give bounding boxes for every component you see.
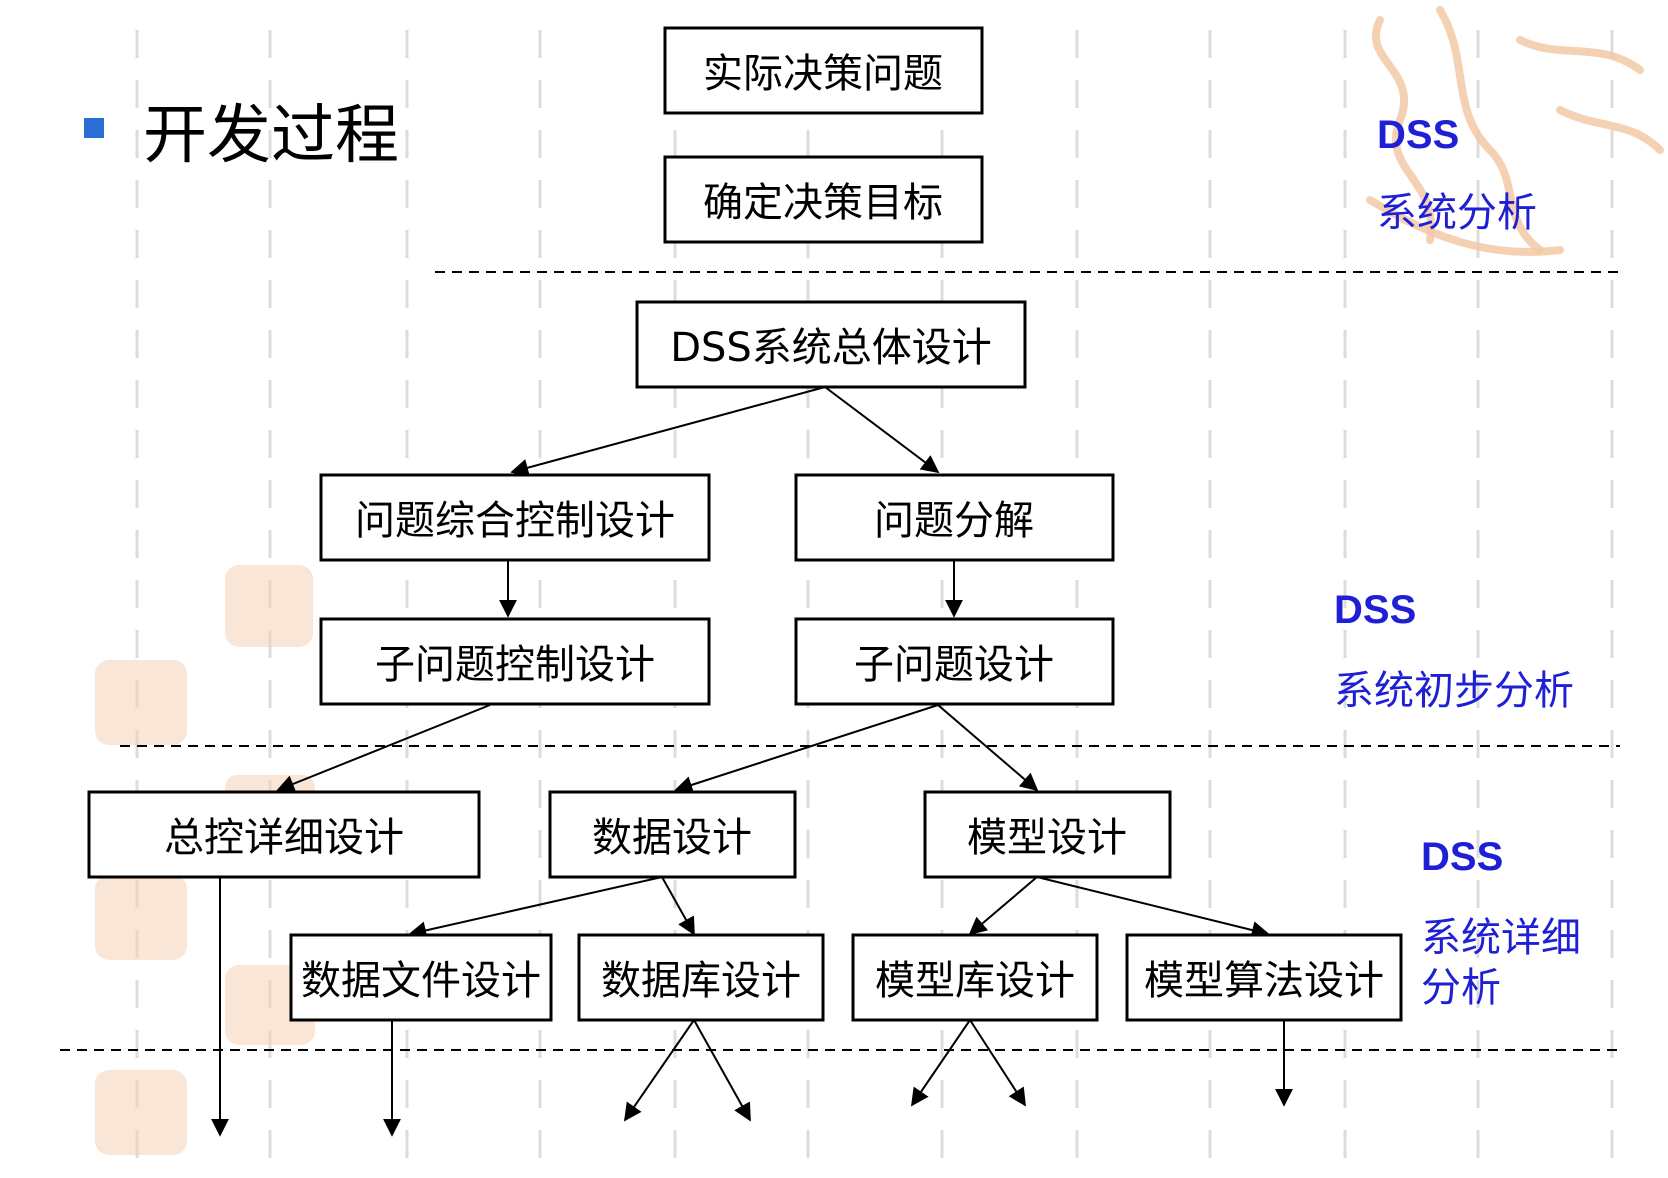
svg-text:确定决策目标: 确定决策目标 [703,180,943,226]
svg-text:系统分析: 系统分析 [1377,190,1537,236]
phase-label-analysis: DSS 系统分析 [1377,113,1537,236]
node-model-algorithm: 模型算法设计 [1125,933,1403,1022]
node-model-design: 模型设计 [923,790,1172,879]
node-decomposition: 问题分解 [794,473,1115,562]
node-integrated-control: 问题综合控制设计 [319,473,711,562]
edge-modelbase-down-left [910,1019,971,1107]
edge-database-down-right [693,1019,751,1122]
svg-text:总控详细设计: 总控详细设计 [164,815,404,861]
seal-watermark-large [1366,6,1664,256]
edge-overall-to-integrated [510,386,826,477]
seal-watermark-small-1 [225,565,313,647]
svg-text:子问题控制设计: 子问题控制设计 [375,642,655,688]
svg-text:数据设计: 数据设计 [592,815,752,861]
svg-text:DSS: DSS [1334,588,1416,632]
node-sub-design: 子问题设计 [794,617,1115,706]
svg-text:数据库设计: 数据库设计 [601,958,801,1004]
edge-data-to-database [661,876,695,936]
phase-label-detailed: DSS 系统详细 分析 [1421,835,1581,1011]
node-data-file: 数据文件设计 [289,933,553,1022]
svg-text:实际决策问题: 实际决策问题 [703,51,943,97]
node-model-base: 模型库设计 [851,933,1099,1022]
svg-text:模型库设计: 模型库设计 [875,958,1075,1004]
edge-subdesign-to-data [674,704,939,794]
svg-text:DSS系统总体设计: DSS系统总体设计 [670,325,992,371]
edge-subcontrol-to-master [276,704,491,793]
svg-text:系统初步分析: 系统初步分析 [1334,668,1574,714]
diagram-edges [211,386,1293,1137]
edge-overall-to-decomposition [824,386,940,474]
node-data-design: 数据设计 [548,790,797,879]
svg-text:数据文件设计: 数据文件设计 [301,958,541,1004]
seal-watermark-small-4 [95,875,187,960]
node-decision-goal: 确定决策目标 [663,155,984,244]
phase-label-preliminary: DSS 系统初步分析 [1334,588,1574,714]
edge-modelbase-down-right [969,1019,1026,1107]
svg-text:模型设计: 模型设计 [967,815,1127,861]
edge-subdesign-to-model [937,704,1039,792]
heading-bullet [84,118,104,138]
svg-text:子问题设计: 子问题设计 [854,642,1054,688]
svg-text:DSS: DSS [1421,835,1503,879]
node-actual-problem: 实际决策问题 [663,26,984,115]
seal-watermark-small-2 [95,660,187,745]
svg-text:系统详细: 系统详细 [1421,915,1581,961]
svg-text:问题综合控制设计: 问题综合控制设计 [355,498,675,544]
svg-text:问题分解: 问题分解 [874,498,1034,544]
edge-database-down-left [623,1019,695,1122]
seal-watermark-small-6 [95,1070,187,1155]
node-master-control: 总控详细设计 [87,790,481,879]
edge-model-to-algorithm [1036,876,1270,939]
node-database: 数据库设计 [577,933,825,1022]
edge-model-to-modelbase [968,876,1038,936]
edge-data-to-datafile [408,876,663,940]
heading-title: 开发过程 [143,99,399,173]
svg-text:分析: 分析 [1421,965,1501,1011]
svg-text:模型算法设计: 模型算法设计 [1144,958,1384,1004]
svg-text:DSS: DSS [1377,113,1459,157]
node-overall-design: DSS系统总体设计 [635,300,1027,389]
node-sub-control: 子问题控制设计 [319,617,711,706]
